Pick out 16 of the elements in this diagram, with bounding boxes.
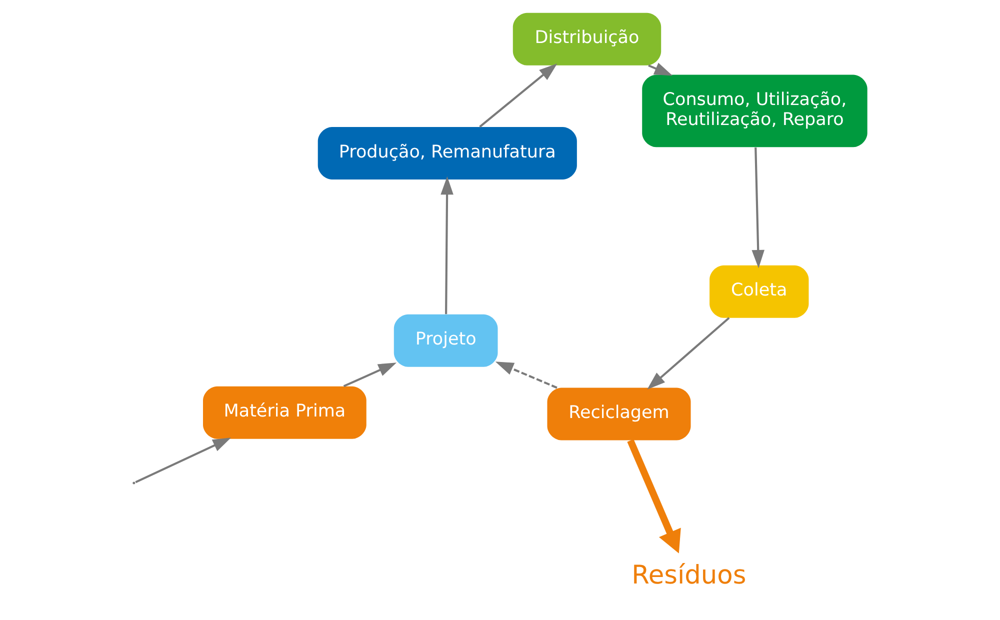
node-box: Distribuição	[512, 12, 662, 66]
node-text: Resíduos	[632, 560, 746, 590]
node-box: Matéria Prima	[203, 386, 366, 439]
node-box: Produção, Remanufatura	[318, 127, 577, 180]
node-box: Projeto	[394, 314, 498, 367]
arrow	[752, 147, 764, 268]
arrow	[440, 176, 454, 314]
arrow	[495, 362, 558, 389]
node-box: Consumo, Utilização, Reutilização, Reparo	[642, 74, 868, 148]
arrow	[135, 438, 232, 484]
arrow	[479, 63, 558, 128]
arrow	[647, 317, 730, 390]
node-box: Coleta	[710, 265, 809, 318]
arrow	[627, 439, 681, 554]
arrow	[343, 362, 397, 388]
node-box: Reciclagem	[547, 388, 691, 440]
